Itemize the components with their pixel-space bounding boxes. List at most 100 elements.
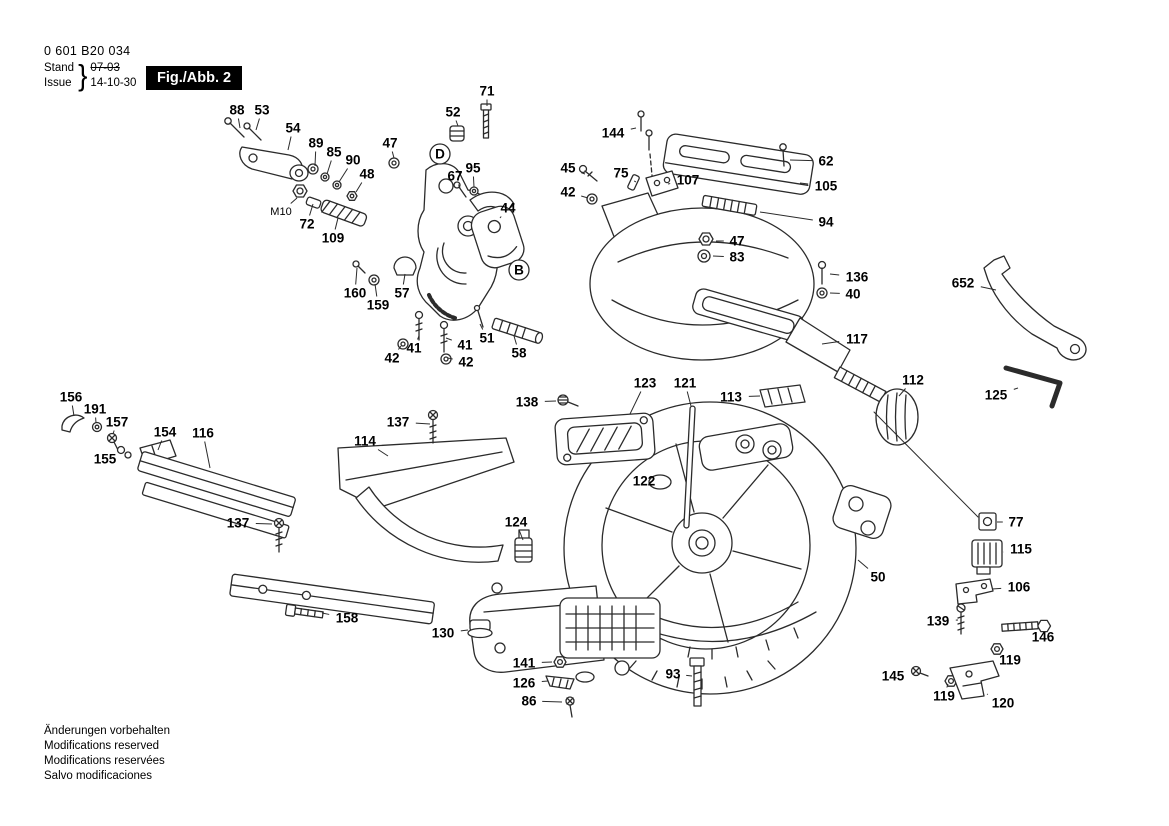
leader-line bbox=[991, 587, 1002, 590]
part-label: 119 bbox=[999, 653, 1021, 668]
leader-line bbox=[71, 405, 75, 417]
leader-line bbox=[255, 118, 260, 131]
part-shape-allen-key bbox=[1003, 365, 1063, 409]
part-label: 51 bbox=[479, 331, 495, 346]
part-label: 130 bbox=[432, 626, 455, 641]
leader-line bbox=[821, 341, 840, 345]
part-label: 109 bbox=[322, 231, 345, 246]
part-label: 144 bbox=[602, 126, 625, 141]
figure-badge: Fig./Abb. 2 bbox=[146, 66, 243, 90]
stand-label: Stand bbox=[44, 62, 75, 75]
leader-line bbox=[391, 151, 395, 159]
part-label: 57 bbox=[394, 286, 409, 301]
callout-letter: B bbox=[514, 263, 524, 278]
part-label: 50 bbox=[870, 570, 885, 585]
part-label: 146 bbox=[1032, 630, 1055, 645]
leader-line bbox=[326, 160, 332, 175]
part-shape-stop-parts bbox=[910, 512, 1052, 700]
part-label: 155 bbox=[94, 452, 117, 467]
leader-line bbox=[445, 337, 452, 341]
part-shape-link-parts bbox=[578, 164, 679, 205]
part-label: 42 bbox=[458, 355, 473, 370]
footer-line-fr: Modifications reservées bbox=[44, 754, 165, 767]
leader-line bbox=[686, 674, 693, 677]
leader-line bbox=[686, 391, 692, 407]
leader-line bbox=[334, 217, 339, 230]
part-label: 145 bbox=[882, 669, 905, 684]
leader-line bbox=[898, 388, 906, 397]
leader-line bbox=[417, 335, 420, 340]
part-shape-housing-fasteners bbox=[697, 194, 828, 408]
leader-line bbox=[447, 357, 453, 360]
part-label: 136 bbox=[846, 270, 869, 285]
part-label: 119 bbox=[933, 689, 955, 704]
part-label: 117 bbox=[846, 332, 868, 347]
part-label: 42 bbox=[384, 351, 399, 366]
part-label: 106 bbox=[1008, 580, 1031, 595]
part-label: 75 bbox=[613, 166, 629, 181]
part-label: 137 bbox=[387, 415, 410, 430]
part-label: 157 bbox=[106, 415, 129, 430]
leader-line bbox=[237, 118, 241, 129]
part-label: 158 bbox=[336, 611, 359, 626]
issue-label: Issue bbox=[44, 77, 72, 89]
diagram-artwork bbox=[61, 103, 1087, 718]
leader-line bbox=[402, 273, 406, 285]
part-label: 47 bbox=[382, 136, 397, 151]
leader-line bbox=[980, 286, 997, 291]
issue-value: 14-10-30 bbox=[90, 77, 137, 89]
leader-line bbox=[629, 391, 642, 415]
part-label: 71 bbox=[479, 84, 495, 99]
part-label: 48 bbox=[359, 167, 375, 182]
part-label: 52 bbox=[445, 105, 460, 120]
leader-line bbox=[377, 449, 389, 457]
leader-line bbox=[355, 182, 363, 193]
leader-line bbox=[397, 345, 402, 350]
part-label: 154 bbox=[154, 425, 177, 440]
part-label: 124 bbox=[505, 515, 528, 530]
leader-line bbox=[633, 180, 637, 183]
part-label: 125 bbox=[985, 388, 1008, 403]
leader-line bbox=[789, 159, 813, 162]
leader-line bbox=[455, 120, 459, 127]
doc-footer: Änderungen vorbehalten Modifications res… bbox=[44, 724, 170, 784]
part-label: 45 bbox=[560, 161, 576, 176]
part-label: 107 bbox=[677, 173, 700, 188]
leader-line bbox=[479, 323, 484, 330]
part-label: 160 bbox=[344, 286, 367, 301]
callout-circle bbox=[429, 143, 451, 165]
footer-line-de: Änderungen vorbehalten bbox=[44, 725, 170, 737]
leader-line bbox=[338, 168, 349, 183]
leader-line bbox=[458, 184, 461, 189]
part-label: 112 bbox=[902, 373, 924, 388]
part-shape-link-bracket bbox=[554, 394, 656, 466]
part-label: 114 bbox=[354, 434, 376, 449]
part-label: 83 bbox=[729, 250, 745, 265]
part-label: 58 bbox=[511, 346, 527, 361]
leader-line bbox=[309, 203, 314, 216]
leader-line bbox=[374, 283, 378, 297]
revision-brace: } bbox=[78, 59, 88, 92]
part-label: 138 bbox=[516, 395, 539, 410]
part-shape-blade-housing bbox=[589, 192, 851, 373]
part-label: 121 bbox=[674, 376, 697, 391]
part-shape-cam-oval bbox=[648, 474, 672, 490]
leader-lines bbox=[71, 99, 1019, 703]
part-label: 159 bbox=[367, 298, 390, 313]
part-shape-miter-arm bbox=[469, 582, 661, 683]
leader-line bbox=[946, 683, 949, 688]
part-label: 113 bbox=[720, 390, 742, 405]
part-label: 652 bbox=[952, 276, 975, 291]
leader-line bbox=[472, 176, 475, 188]
part-label: 72 bbox=[299, 217, 314, 232]
part-label: 126 bbox=[513, 676, 536, 691]
part-label: 41 bbox=[457, 338, 473, 353]
leader-line bbox=[581, 172, 586, 175]
callout-circle bbox=[508, 259, 530, 281]
leader-line bbox=[112, 430, 115, 435]
leader-line bbox=[287, 136, 292, 151]
part-label: 41 bbox=[406, 341, 422, 356]
part-label: 95 bbox=[465, 161, 481, 176]
